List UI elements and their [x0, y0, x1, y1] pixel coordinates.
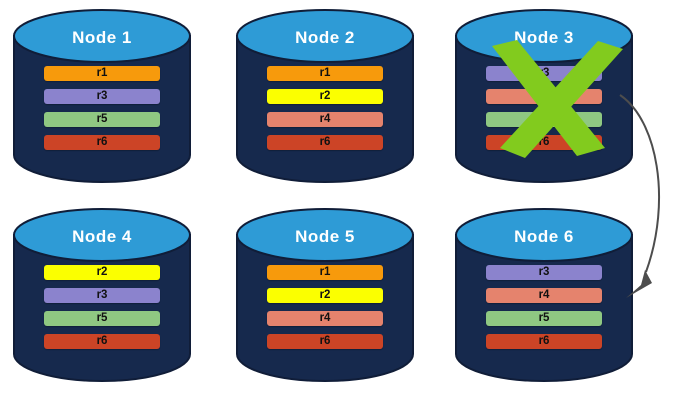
replica-bar[interactable]: r5: [44, 112, 160, 127]
node-title: Node 2: [295, 28, 355, 47]
node-title: Node 5: [295, 227, 355, 246]
node-cylinder-3[interactable]: Node 3 r3 r4 r5 r6: [455, 8, 633, 183]
replica-bar[interactable]: r4: [267, 112, 383, 127]
replica-bar[interactable]: r6: [267, 334, 383, 349]
replica-bar[interactable]: r1: [267, 66, 383, 81]
replica-bar[interactable]: r1: [267, 265, 383, 280]
replica-bar[interactable]: r5: [44, 311, 160, 326]
replica-bar[interactable]: r6: [486, 334, 602, 349]
node-title: Node 6: [514, 227, 574, 246]
replica-bar[interactable]: r4: [486, 89, 602, 104]
replica-list: r1 r2 r4 r6: [267, 265, 383, 357]
replica-bar[interactable]: r6: [44, 334, 160, 349]
replica-bar[interactable]: r2: [267, 288, 383, 303]
node-cylinder-5[interactable]: Node 5 r1 r2 r4 r6: [236, 207, 414, 382]
replica-bar[interactable]: r3: [486, 66, 602, 81]
replica-bar[interactable]: r3: [486, 265, 602, 280]
replica-bar[interactable]: r2: [267, 89, 383, 104]
replica-bar[interactable]: r4: [267, 311, 383, 326]
replica-bar[interactable]: r5: [486, 112, 602, 127]
node-cylinder-6[interactable]: Node 6 r3 r4 r5 r6: [455, 207, 633, 382]
node-title: Node 3: [514, 28, 574, 47]
replica-bar[interactable]: r3: [44, 89, 160, 104]
node-cylinder-1[interactable]: Node 1 r1 r3 r5 r6: [13, 8, 191, 183]
replica-list: r1 r3 r5 r6: [44, 66, 160, 158]
node-title: Node 4: [72, 227, 132, 246]
node-title: Node 1: [72, 28, 132, 47]
replica-bar[interactable]: r6: [44, 135, 160, 150]
replica-list: r1 r2 r4 r6: [267, 66, 383, 158]
replica-bar[interactable]: r6: [267, 135, 383, 150]
replica-bar[interactable]: r3: [44, 288, 160, 303]
replica-list: r3 r4 r5 r6: [486, 265, 602, 357]
replica-bar[interactable]: r5: [486, 311, 602, 326]
replica-bar[interactable]: r2: [44, 265, 160, 280]
replica-bar[interactable]: r4: [486, 288, 602, 303]
replica-bar[interactable]: r6: [486, 135, 602, 150]
node-cylinder-4[interactable]: Node 4 r2 r3 r5 r6: [13, 207, 191, 382]
replica-bar[interactable]: r1: [44, 66, 160, 81]
node-cylinder-2[interactable]: Node 2 r1 r2 r4 r6: [236, 8, 414, 183]
replica-list: r3 r4 r5 r6: [486, 66, 602, 158]
replica-list: r2 r3 r5 r6: [44, 265, 160, 357]
